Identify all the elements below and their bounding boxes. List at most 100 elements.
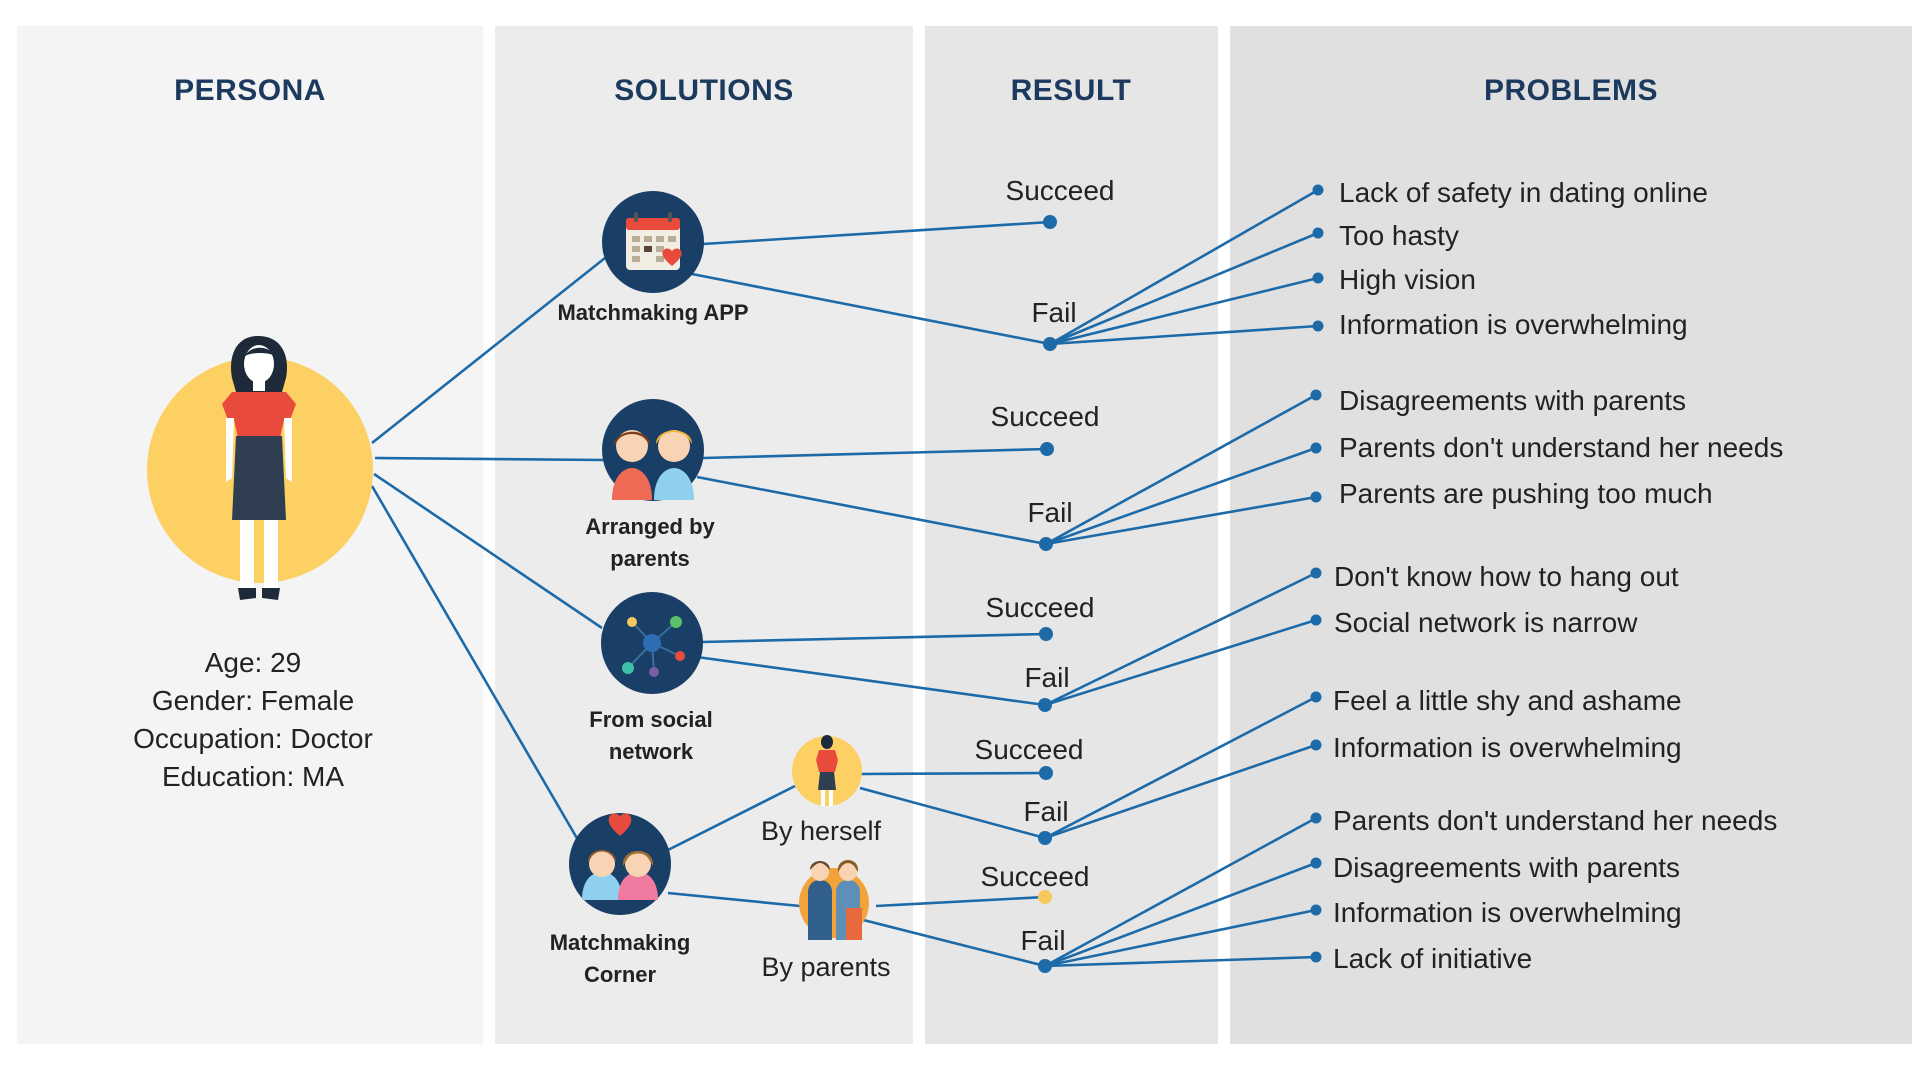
result-label: Fail [1023,796,1068,827]
fail-to-problem-line [1049,324,1319,346]
problem-dot [1310,857,1322,869]
problem-dot [1312,227,1324,239]
solution-from-social-network [601,592,703,694]
problem-label: Feel a little shy and ashame [1333,685,1682,716]
herself-to-succeed-line [859,771,1047,776]
fail-to-problem-line [1044,816,1317,968]
problem-dot [1310,951,1322,963]
result-dot [1038,698,1052,712]
problems-column-title: PROBLEMS [1484,74,1658,107]
problem-label: Disagreements with parents [1339,385,1686,416]
social-to-fail-line [696,655,1046,707]
problem-dot [1312,272,1324,284]
result-label: Succeed [1006,175,1115,206]
persona-to-corner-line [370,485,580,841]
problem-label: Parents don't understand her needs [1333,805,1777,836]
sub-solution-label-herself: By herself [761,816,882,846]
problem-label: Too hasty [1339,220,1459,251]
fail-to-problem-line [1044,695,1317,840]
woman-icon [816,735,838,806]
problem-dot [1312,184,1324,196]
result-dot [1040,442,1054,456]
parents-to-succeed-line [702,447,1048,460]
persona-column-title: PERSONA [174,74,326,107]
fail-to-problem-line [1045,393,1317,546]
problem-dot [1310,739,1322,751]
result-dot [1038,959,1052,973]
solution-label-social: From social [589,707,712,732]
result-label: Succeed [981,861,1090,892]
fail-to-problem-line [1044,571,1317,707]
social-to-succeed-line [701,632,1047,644]
woman-icon [222,336,296,600]
result-label: Succeed [991,401,1100,432]
problem-dot [1310,442,1322,454]
solution-matchmaking-app [602,191,704,293]
parents-icon [808,860,862,940]
fail-to-problem-line [1044,955,1317,968]
sub-solution-label-parents: By parents [761,952,890,982]
persona-occupation: Occupation: Doctor [133,723,373,754]
fail-to-problem-line [1049,188,1319,346]
persona-age: Age: 29 [205,647,302,678]
app-to-fail-line [691,272,1051,346]
solution-label-social-2: network [609,739,694,764]
problem-dots [1310,184,1324,963]
result-dot-highlight [1038,890,1052,904]
problem-label: Information is overwhelming [1333,897,1682,928]
persona-to-app-line [371,256,606,445]
result-label: Succeed [975,734,1084,765]
result-dot [1043,337,1057,351]
solution-label-parents: Arranged by [585,514,715,539]
sub-solution-by-herself [792,735,862,806]
result-column-title: RESULT [1011,74,1132,107]
problem-dot [1310,389,1322,401]
corner-to-parents-line [667,891,801,908]
problem-dot [1310,812,1322,824]
connection-lines [370,188,1319,968]
result-label: Fail [1020,925,1065,956]
problem-label: Social network is narrow [1334,607,1638,638]
couple-heart-icon [582,813,658,900]
fail-to-problem-line [1044,743,1317,840]
problem-label: Disagreements with parents [1333,852,1680,883]
fail-to-problem-line [1045,446,1317,546]
solution-label-corner: Matchmaking [550,930,691,955]
problem-label: Lack of safety in dating online [1339,177,1708,208]
result-dot [1043,215,1057,229]
fail-to-problem-line [1044,618,1317,707]
persona-avatar [147,336,373,600]
problem-labels: Lack of safety in dating online Too hast… [1333,177,1783,974]
result-dot [1039,537,1053,551]
solution-matchmaking-corner [569,813,671,915]
problems-column-bg [1230,26,1912,1044]
persona-to-social-line [373,472,603,630]
fail-to-problem-line [1049,276,1319,346]
persona-education: Education: MA [162,761,344,792]
problem-dot [1312,320,1324,332]
app-to-succeed-line [702,220,1051,246]
fail-to-problem-line [1044,908,1317,968]
result-dots [1038,215,1057,973]
calendar-heart-icon [626,212,682,270]
solution-label-parents-2: parents [610,546,689,571]
result-label: Fail [1027,497,1072,528]
problem-dot [1310,567,1322,579]
solution-arranged-by-parents [602,399,704,501]
result-dot [1038,831,1052,845]
problem-dot [1310,614,1322,626]
problem-label: Parents are pushing too much [1339,478,1713,509]
persona-gender: Gender: Female [152,685,354,716]
problem-dot [1310,904,1322,916]
result-label: Fail [1024,662,1069,693]
problem-label: Lack of initiative [1333,943,1532,974]
result-dot [1039,766,1053,780]
problem-label: Parents don't understand her needs [1339,432,1783,463]
couple-icon [612,430,694,500]
sub-solution-by-parents [799,860,869,940]
solution-label-app: Matchmaking APP [557,300,748,325]
parents-to-fail-line [696,475,1047,546]
fail-to-problem-line [1049,231,1319,346]
problem-label: Don't know how to hang out [1334,561,1679,592]
